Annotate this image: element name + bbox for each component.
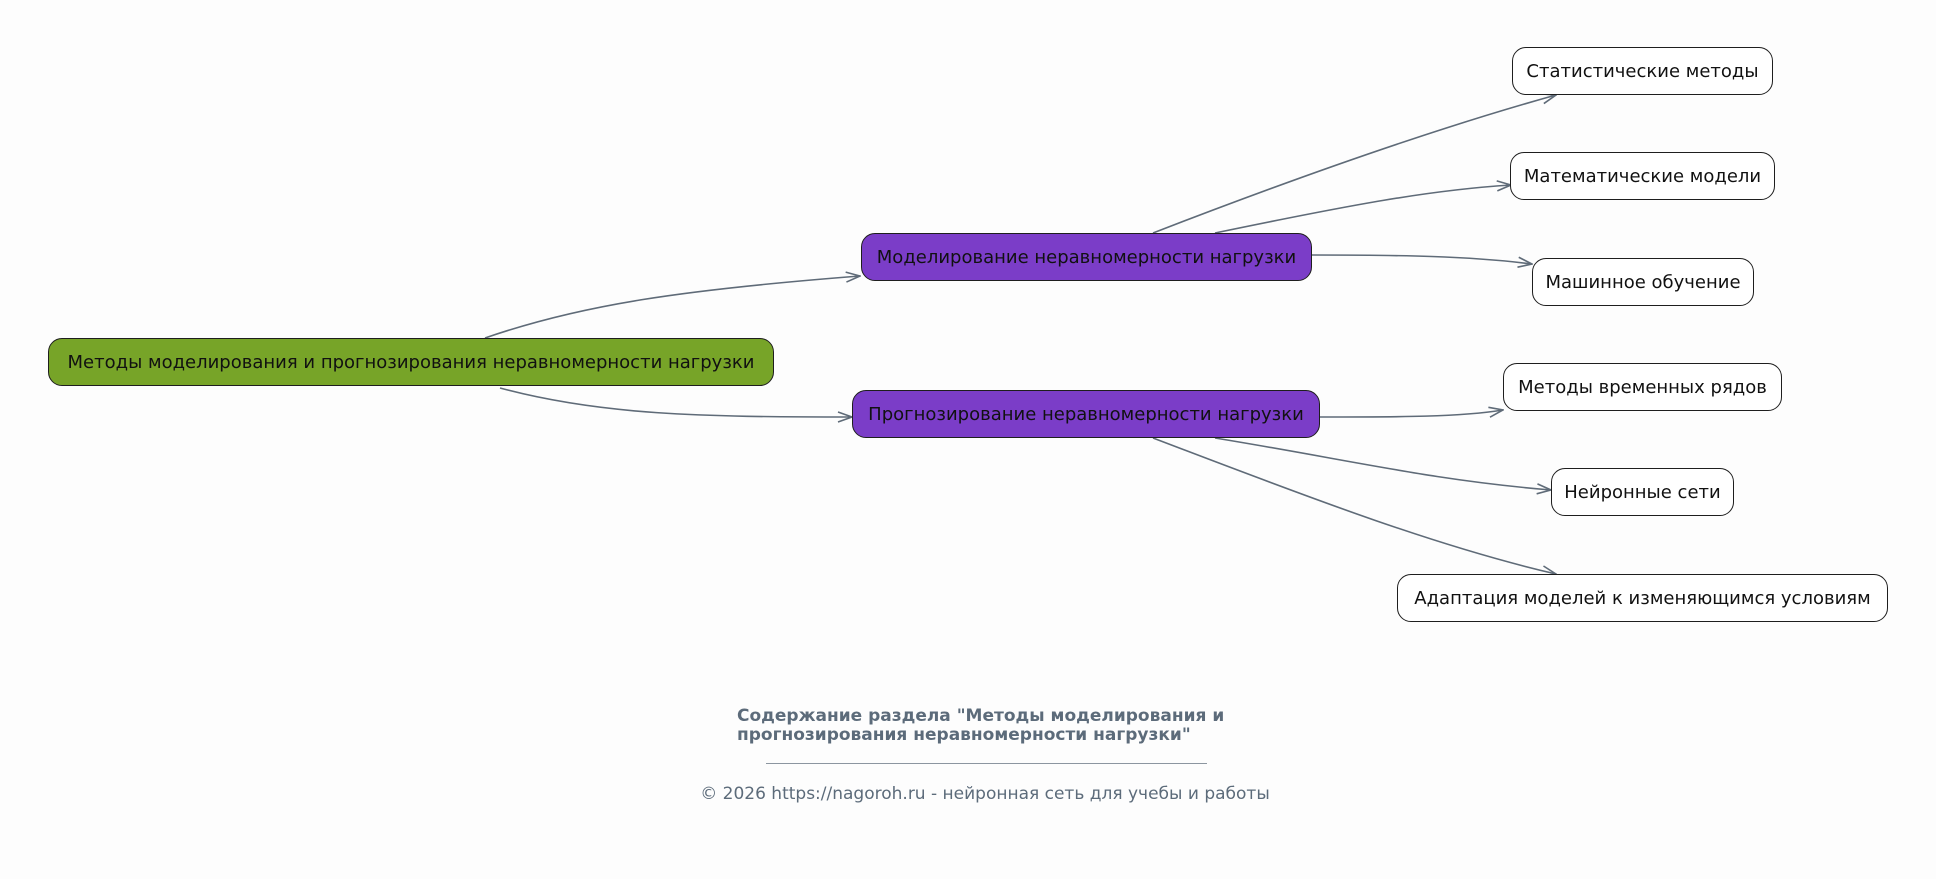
leaf-node-math-models[interactable]: Математические модели xyxy=(1510,152,1775,200)
edge-root-to-forecasting xyxy=(499,387,852,417)
edge-modeling-to-statistical xyxy=(1152,95,1556,234)
caption-divider xyxy=(766,763,1207,764)
root-node[interactable]: Методы моделирования и прогнозирования н… xyxy=(48,338,774,386)
leaf-node-time-series[interactable]: Методы временных рядов xyxy=(1503,363,1782,411)
edge-modeling-to-ml xyxy=(1311,254,1532,264)
edge-forecasting-to-timeseries xyxy=(1319,410,1503,417)
edge-modeling-to-math xyxy=(1214,185,1511,234)
leaf-node-adaptation[interactable]: Адаптация моделей к изменяющимся условия… xyxy=(1397,574,1888,622)
caption-title-line2: прогнозирования неравномерности нагрузки… xyxy=(737,725,1191,745)
branch-node-modeling[interactable]: Моделирование неравномерности нагрузки xyxy=(861,233,1312,281)
caption-title: Содержание раздела "Методы моделирования… xyxy=(737,707,1297,745)
edge-forecasting-to-neural xyxy=(1214,437,1551,490)
leaf-node-neural-networks[interactable]: Нейронные сети xyxy=(1551,468,1734,516)
copyright-text: © 2026 https://nagoroh.ru - нейронная се… xyxy=(700,784,1270,804)
caption-title-line1: Содержание раздела "Методы моделирования… xyxy=(737,706,1225,726)
edge-forecasting-to-adaptation xyxy=(1152,437,1556,574)
leaf-node-statistical-methods[interactable]: Статистические методы xyxy=(1512,47,1773,95)
edge-root-to-modeling xyxy=(484,276,860,339)
branch-node-forecasting[interactable]: Прогнозирование неравномерности нагрузки xyxy=(852,390,1320,438)
leaf-node-machine-learning[interactable]: Машинное обучение xyxy=(1532,258,1754,306)
